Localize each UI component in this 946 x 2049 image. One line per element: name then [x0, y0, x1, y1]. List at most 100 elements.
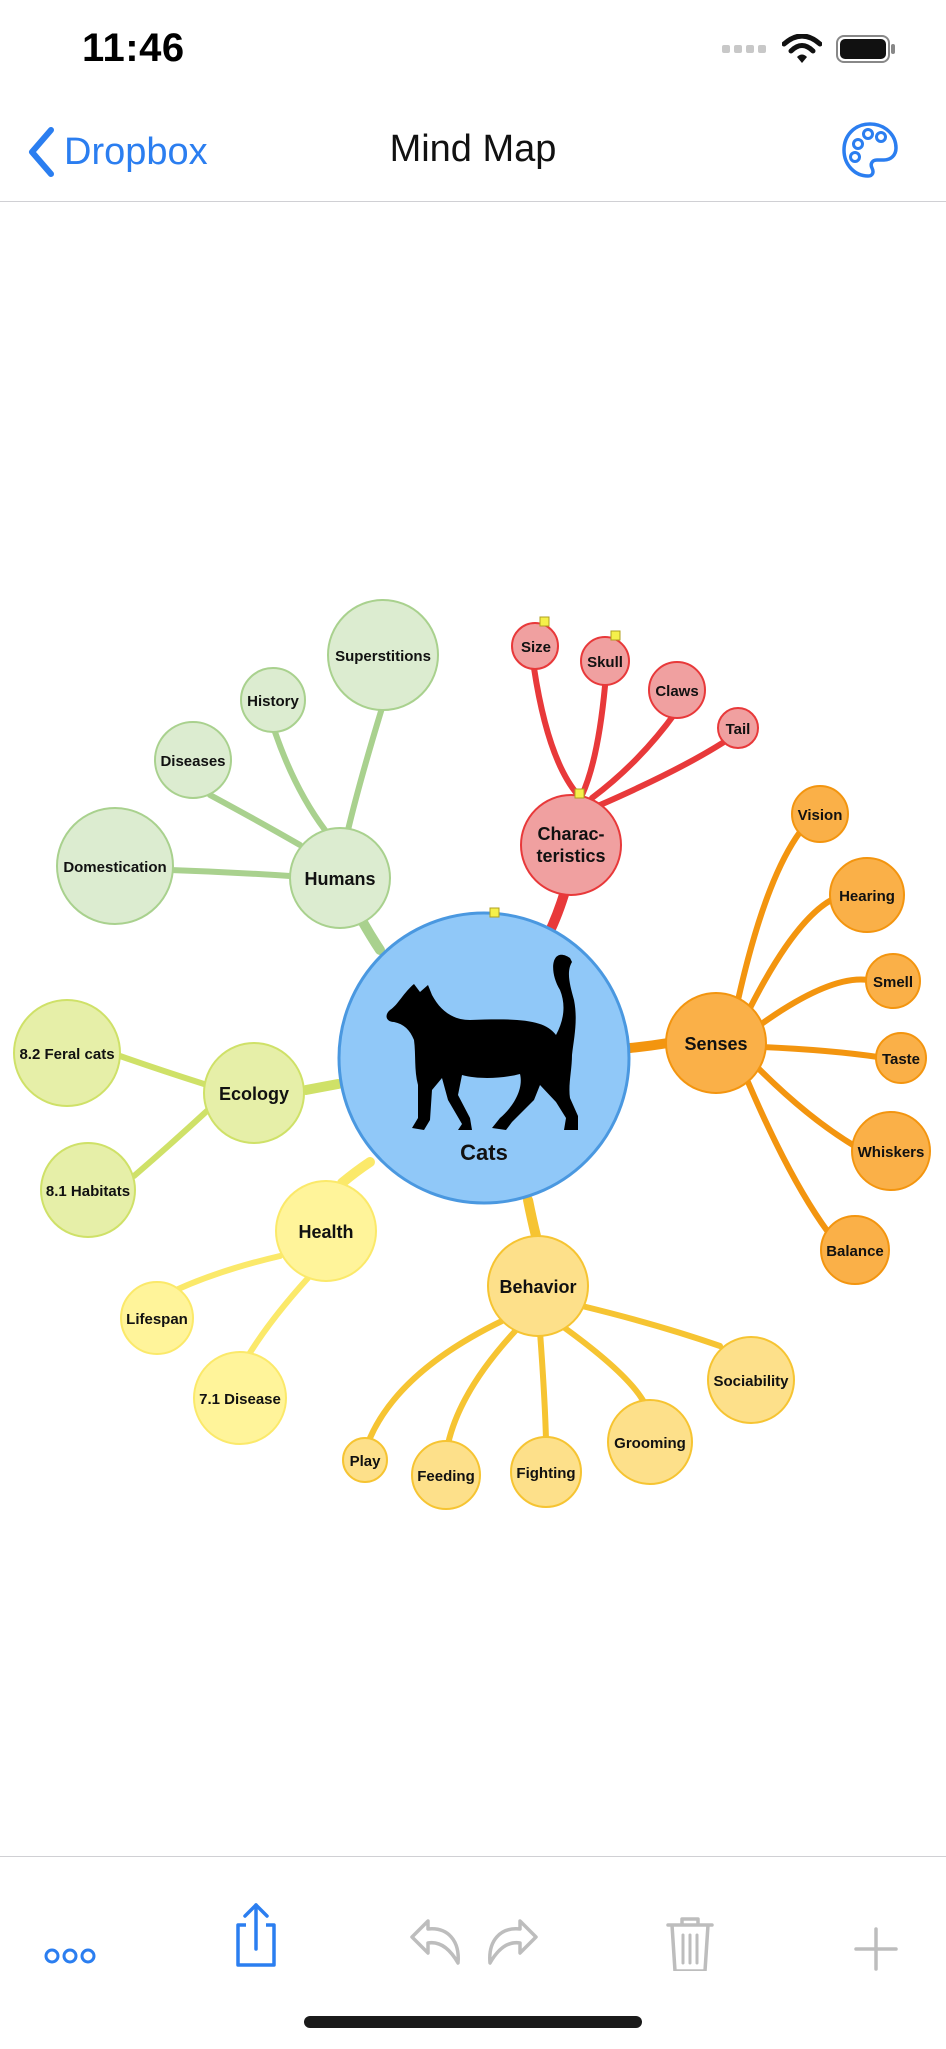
battery-icon — [836, 35, 895, 63]
status-icons — [722, 34, 896, 64]
share-button[interactable] — [216, 1891, 296, 1971]
node-size[interactable]: Size — [511, 616, 559, 670]
more-button[interactable] — [30, 1891, 110, 1971]
undo-button[interactable] — [398, 1891, 478, 1971]
node-history[interactable]: History — [240, 667, 306, 733]
connector-root-senses — [625, 1038, 673, 1053]
node-senses[interactable]: Senses — [665, 992, 767, 1094]
chevron-left-icon — [29, 127, 54, 177]
svg-text:Superstitions: Superstitions — [335, 648, 431, 665]
back-button[interactable]: Dropbox — [26, 122, 208, 182]
root-handle[interactable] — [489, 907, 500, 918]
svg-text:Charac-: Charac- — [537, 824, 604, 844]
node-characteristics[interactable]: Charac- teristics — [520, 788, 622, 896]
node-feeding[interactable]: Feeding — [411, 1440, 481, 1510]
cellular-signal-icon — [722, 45, 766, 53]
node-ecology[interactable]: Ecology — [203, 1042, 305, 1144]
branch-ecology: Ecology 8.2 Feral cats 8.1 Habitats — [13, 999, 305, 1238]
node-superstitions[interactable]: Superstitions — [327, 599, 439, 711]
svg-text:Smell: Smell — [873, 974, 913, 991]
size-handle[interactable] — [539, 616, 550, 627]
svg-text:Skull: Skull — [587, 654, 623, 671]
connector-humans-diseases — [207, 792, 303, 848]
share-icon — [236, 1903, 276, 1967]
branch-behavior: Behavior Sociability Grooming Fighting F… — [342, 1235, 795, 1510]
connector-behavior-feeding — [445, 1325, 521, 1447]
node-hearing[interactable]: Hearing — [829, 857, 905, 933]
connector-characteristics-claws — [589, 709, 679, 801]
node-lifespan[interactable]: Lifespan — [120, 1281, 194, 1355]
svg-text:Balance: Balance — [826, 1243, 884, 1260]
palette-button[interactable] — [838, 118, 902, 182]
connector-humans-domestication — [167, 867, 293, 879]
connector-behavior-sociability — [579, 1303, 723, 1349]
svg-text:Grooming: Grooming — [614, 1435, 686, 1452]
node-taste[interactable]: Taste — [875, 1032, 927, 1084]
node-grooming[interactable]: Grooming — [607, 1399, 693, 1485]
home-indicator — [304, 2016, 642, 2028]
node-skull[interactable]: Skull — [580, 630, 630, 686]
delete-button[interactable] — [650, 1891, 730, 1973]
node-behavior[interactable]: Behavior — [487, 1235, 589, 1337]
svg-text:Health: Health — [298, 1222, 353, 1242]
connector-senses-smell — [757, 976, 871, 1028]
characteristics-handle[interactable] — [574, 788, 585, 799]
root-node[interactable]: Cats — [337, 907, 631, 1205]
svg-text:Claws: Claws — [655, 683, 698, 700]
node-smell[interactable]: Smell — [865, 953, 921, 1009]
node-play[interactable]: Play — [342, 1437, 388, 1483]
connector-behavior-fighting — [537, 1329, 549, 1443]
connector-senses-vision — [735, 829, 803, 1003]
node-health[interactable]: Health — [275, 1180, 377, 1282]
redo-icon — [488, 1919, 538, 1965]
connector-behavior-grooming — [559, 1323, 648, 1407]
branch-humans: Humans Superstitions History Diseases Do… — [56, 599, 439, 929]
svg-text:8.2 Feral cats: 8.2 Feral cats — [19, 1046, 114, 1063]
connector-health-disease — [245, 1275, 311, 1359]
node-claws[interactable]: Claws — [648, 661, 706, 719]
node-feral-cats[interactable]: 8.2 Feral cats — [13, 999, 121, 1107]
node-vision[interactable]: Vision — [791, 785, 849, 843]
redo-button[interactable] — [470, 1891, 550, 1971]
node-sociability[interactable]: Sociability — [707, 1336, 795, 1424]
branch-health: Health Lifespan 7.1 Disease — [120, 1180, 377, 1445]
connector-characteristics-tail — [597, 739, 727, 808]
palette-icon — [842, 122, 898, 178]
add-button[interactable] — [836, 1891, 916, 1971]
connector-senses-balance — [745, 1079, 831, 1235]
connector-humans-superstitions — [345, 705, 385, 833]
trash-icon — [666, 1917, 714, 1973]
svg-text:Behavior: Behavior — [499, 1277, 576, 1297]
page-title: Mind Map — [389, 128, 557, 170]
back-label: Dropbox — [64, 130, 208, 173]
svg-text:teristics: teristics — [536, 846, 605, 866]
plus-icon — [854, 1927, 898, 1971]
node-diseases[interactable]: Diseases — [154, 721, 232, 799]
skull-handle[interactable] — [610, 630, 621, 641]
connector-root-health — [337, 1157, 375, 1188]
wifi-icon — [782, 34, 822, 63]
node-whiskers[interactable]: Whiskers — [851, 1111, 931, 1191]
svg-text:Lifespan: Lifespan — [126, 1311, 188, 1328]
node-fighting[interactable]: Fighting — [510, 1436, 582, 1508]
svg-text:Sociability: Sociability — [713, 1373, 789, 1390]
svg-text:Hearing: Hearing — [839, 888, 895, 905]
connector-senses-taste — [759, 1044, 881, 1060]
connector-behavior-play — [367, 1317, 507, 1441]
connector-ecology-habitats — [131, 1107, 211, 1179]
mindmap-canvas[interactable]: Cats Humans Superstitions History Diseas… — [0, 202, 946, 1856]
node-balance[interactable]: Balance — [820, 1215, 890, 1285]
node-health-disease[interactable]: 7.1 Disease — [193, 1351, 287, 1445]
branch-senses: Senses Vision Hearing Smell Taste Whiske… — [665, 785, 931, 1285]
connector-senses-whiskers — [755, 1065, 861, 1151]
node-domestication[interactable]: Domestication — [56, 807, 174, 925]
mindmap-svg[interactable]: Cats Humans Superstitions History Diseas… — [0, 202, 946, 1856]
connector-health-lifespan — [173, 1253, 283, 1293]
node-tail[interactable]: Tail — [717, 707, 759, 749]
node-humans[interactable]: Humans — [289, 827, 391, 929]
node-habitats[interactable]: 8.1 Habitats — [40, 1142, 136, 1238]
svg-text:Taste: Taste — [882, 1051, 920, 1068]
svg-text:7.1 Disease: 7.1 Disease — [199, 1391, 281, 1408]
status-bar: 11:46 — [0, 0, 946, 100]
svg-text:Feeding: Feeding — [417, 1468, 475, 1485]
